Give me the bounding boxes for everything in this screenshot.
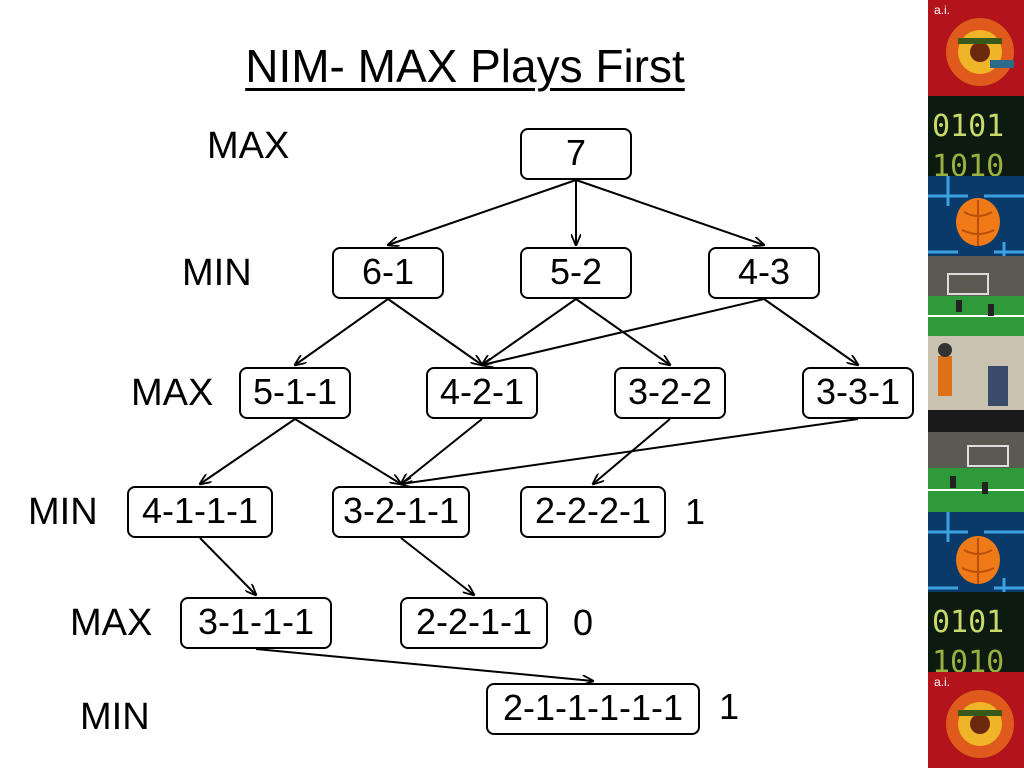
edge-n4111-to-n3111: [199, 537, 256, 595]
edge-n331-to-n3211: [401, 418, 859, 484]
level-label-min-5: MIN: [80, 696, 150, 738]
node-2-1-1-1-1-1: 2-1-1-1-1-1: [486, 683, 700, 735]
node-5-2: 5-2: [520, 247, 632, 299]
svg-text:0101: 0101: [932, 109, 1004, 144]
slide-title-text: NIM- MAX Plays First: [245, 40, 685, 92]
edge-n43-to-n421: [482, 298, 765, 365]
edge-n421-to-n3211: [401, 418, 483, 484]
level-label-max-2: MAX: [131, 372, 214, 414]
edge-n511-to-n3211: [294, 418, 401, 484]
level-label-min-1: MIN: [182, 252, 252, 294]
node-4-3: 4-3: [708, 247, 820, 299]
node-6-1: 6-1: [332, 247, 444, 299]
edge-n3111-to-n211111: [255, 648, 593, 681]
node-2-2-1-1: 2-2-1-1: [400, 597, 548, 649]
edge-n61-to-n511: [295, 298, 389, 365]
node-3-1-1-1: 3-1-1-1: [180, 597, 332, 649]
edge-n43-to-n331: [763, 298, 858, 365]
ai-label: a.i.: [934, 3, 950, 17]
ai-label: a.i.: [934, 675, 950, 689]
edge-n511-to-n4111: [200, 418, 296, 484]
level-label-max-4: MAX: [70, 602, 153, 644]
tree-edges: [0, 179, 928, 768]
brain-circuit-image: a.i.: [928, 672, 1024, 768]
edge-n7-to-n43: [575, 179, 764, 245]
node-3-3-1: 3-3-1: [802, 367, 914, 419]
level-label-max-0: MAX: [207, 125, 290, 167]
value-2-1-1-1-1-1: 1: [719, 686, 740, 727]
node-4-1-1-1: 4-1-1-1: [127, 486, 273, 538]
side-image-strip: a.i. 0101 1010: [928, 0, 1024, 768]
value-2-2-2-1: 1: [685, 491, 706, 532]
node-7: 7: [520, 128, 632, 180]
svg-text:0101: 0101: [932, 605, 1004, 640]
node-5-1-1: 5-1-1: [239, 367, 351, 419]
robot-demo-image: [928, 336, 1024, 432]
slide-title: NIM- MAX Plays First: [0, 38, 930, 94]
edge-n61-to-n421: [387, 298, 482, 365]
node-3-2-2: 3-2-2: [614, 367, 726, 419]
edge-n52-to-n421: [482, 298, 577, 365]
node-2-2-2-1: 2-2-2-1: [520, 486, 666, 538]
edge-n7-to-n61: [388, 179, 577, 245]
node-3-2-1-1: 3-2-1-1: [332, 486, 470, 538]
level-label-min-3: MIN: [28, 491, 98, 533]
brain-circuit-image: a.i.: [928, 0, 1024, 96]
value-2-2-1-1: 0: [573, 602, 594, 643]
edge-n3211-to-n2211: [400, 537, 474, 595]
node-4-2-1: 4-2-1: [426, 367, 538, 419]
